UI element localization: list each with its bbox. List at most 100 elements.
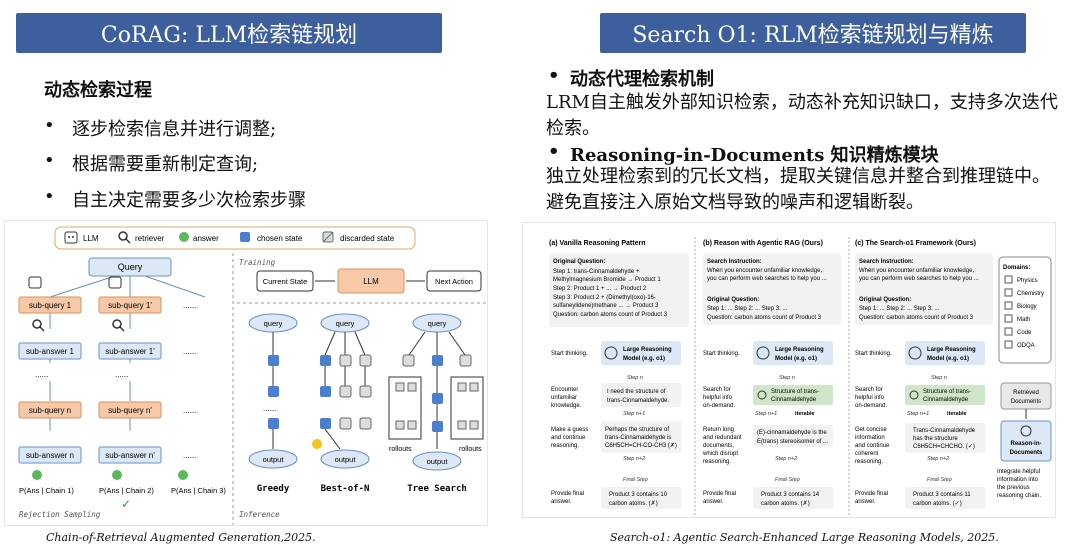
rejection-label: Rejection Sampling: [19, 510, 101, 519]
llm-box: [337, 268, 405, 294]
b-box-line: Cinnamaldehyde: [771, 397, 817, 403]
discarded-state: [469, 382, 479, 392]
right-para-1: LRM自主触发外部知识检索，动态补充知识缺口，支持多次迭代检索。: [546, 92, 1058, 139]
method-ts: Tree Search: [407, 484, 467, 494]
search-instr-label: Search Instruction:: [707, 259, 762, 265]
orig-question-label: Original Question:: [859, 297, 911, 303]
right-para-2: 独立处理检索到的冗长文档，提取关键信息并整合到推理链中。避免直接注入原始文档导致…: [546, 166, 1050, 213]
query-label: Query: [118, 262, 143, 272]
right-bullet-1-text: 动态代理检索机制: [570, 69, 714, 90]
search-box: [905, 385, 985, 405]
answer-icon: [112, 470, 122, 480]
bon-output: output: [335, 455, 357, 464]
left-bullet-1: •逐步检索信息并进行调整;: [44, 115, 277, 140]
subanswer-n-label: sub-answer n: [26, 451, 74, 460]
subanswer-1p-node: [98, 342, 162, 360]
b-box-line: Structure of trans-: [923, 389, 971, 395]
a-label: Provide final: [703, 491, 736, 497]
lrm-line: Large Reasoning: [623, 347, 672, 353]
pans-1: P(Ans | Chain 1): [19, 486, 74, 495]
a-box: [601, 487, 681, 509]
iterable-tag: iterable: [947, 411, 967, 417]
current-state-label: Current State: [263, 277, 308, 286]
c-label: and continue: [855, 443, 890, 449]
b-label: helpful info: [703, 395, 733, 401]
a-label: Provide final: [855, 491, 888, 497]
answer-icon: [178, 470, 188, 480]
lrm-line: Large Reasoning: [775, 347, 824, 353]
corag-figure: LLM retriever answer chosen state discar…: [4, 220, 488, 526]
c-box-line: has the structure: [913, 436, 958, 442]
ts-edges: [408, 331, 466, 449]
step-tag: Step n+1: [623, 411, 645, 417]
c-label: coherent: [855, 451, 879, 457]
a-label: Make a guess: [551, 427, 588, 433]
a-label: unfamiliar: [551, 395, 577, 401]
subanswer-n-node: [18, 446, 82, 464]
chosen-state: [268, 418, 279, 429]
rollouts-label: rollouts: [459, 446, 482, 453]
step-tag: Final Step: [775, 477, 800, 483]
left-bullet-2-text: 根据需要重新制定查询;: [72, 154, 259, 175]
award-icon: [312, 439, 322, 449]
step-tag: Step n+2: [623, 456, 645, 462]
iterable-tag: iterable: [795, 411, 815, 417]
subquery-n-label: sub-query n: [29, 406, 71, 415]
col-b-title: (b) Reason with Agentic RAG (Ours): [703, 240, 823, 247]
domain-item: Math: [1017, 317, 1030, 323]
instr-line: you can perform web searches to help you…: [707, 276, 827, 282]
c-box-line: carbon atoms. (✓): [913, 501, 962, 507]
step-tag: Step n: [779, 375, 795, 381]
c-label: Search for: [855, 387, 883, 393]
llm-icon: [64, 231, 78, 244]
lrm-line: Large Reasoning: [927, 347, 976, 353]
subanswer-1-label: sub-answer 1: [26, 347, 75, 356]
discarded-state: [457, 420, 467, 430]
retriever-icon: [32, 319, 45, 332]
lrm-line: Model (e.g. o1): [927, 356, 969, 362]
left-banner: CoRAG: LLM检索链规划: [16, 13, 442, 53]
a-box: [601, 421, 681, 453]
search-instr-label: Search Instruction:: [859, 259, 914, 265]
answer-icon: [179, 232, 189, 242]
subquery-1p-node: [98, 296, 162, 314]
right-bullet-2: •Reasoning-in-Documents 知识精炼模块: [548, 141, 939, 166]
discarded-state: [395, 382, 405, 392]
orig-question-label: Original Question:: [707, 297, 759, 303]
domain-item: Code: [1017, 330, 1032, 336]
short-step: Question: carbon atoms count of Product …: [859, 315, 974, 321]
a-box-line: trans-Cinnamaldehyde is: [605, 435, 671, 441]
retrieved-line: Retrieved: [1013, 390, 1039, 396]
a-label: knowledge.: [551, 403, 582, 409]
left-bullet-1-text: 逐步检索信息并进行调整;: [72, 119, 277, 140]
col-c-title: (c) The Search-o1 Framework (Ours): [855, 240, 976, 247]
c-box-line: C6H5CH=CHCHO. (✓): [913, 444, 975, 450]
a-label: Encounter: [551, 387, 578, 393]
right-caption: Search-o1: Agentic Search-Enhanced Large…: [610, 531, 999, 544]
discarded-state: [359, 385, 372, 398]
short-step: Step 1: ... Step 2: ... Step 3: ...: [859, 306, 940, 312]
legend-chosen: chosen state: [257, 234, 303, 243]
short-step: Question: carbon atoms count of Product …: [707, 315, 822, 321]
c-box: [905, 487, 985, 509]
b-label: reasoning.: [703, 459, 731, 465]
ts-query: query: [428, 319, 447, 328]
search-icon: [909, 390, 919, 400]
ts-output: output: [427, 457, 449, 466]
step-line: Question: carbon atoms count of Product …: [553, 312, 668, 318]
discarded-state: [339, 417, 352, 430]
chosen-state: [320, 355, 331, 366]
discarded-state: [339, 385, 352, 398]
left-caption: Chain-of-Retrieval Augmented Generation,…: [46, 531, 316, 544]
b-box-line: E(trans) stereoisomer of ...: [757, 439, 828, 445]
discarded-state: [395, 420, 405, 430]
next-action-box: [426, 270, 482, 292]
a-box-line: C6H5CH=CH-CO-CH3 (✗): [605, 442, 677, 449]
right-banner: Search O1: RLM检索链规划与精炼: [600, 13, 1026, 53]
chosen-state: [320, 386, 331, 397]
check-icon: ✓: [121, 497, 131, 511]
retriever-icon: [118, 231, 131, 244]
domain-icons: [1004, 275, 1013, 349]
lrm-line: Model (e.g. o1): [623, 356, 665, 362]
b-box-line: Product 3 contains 14: [761, 492, 820, 498]
